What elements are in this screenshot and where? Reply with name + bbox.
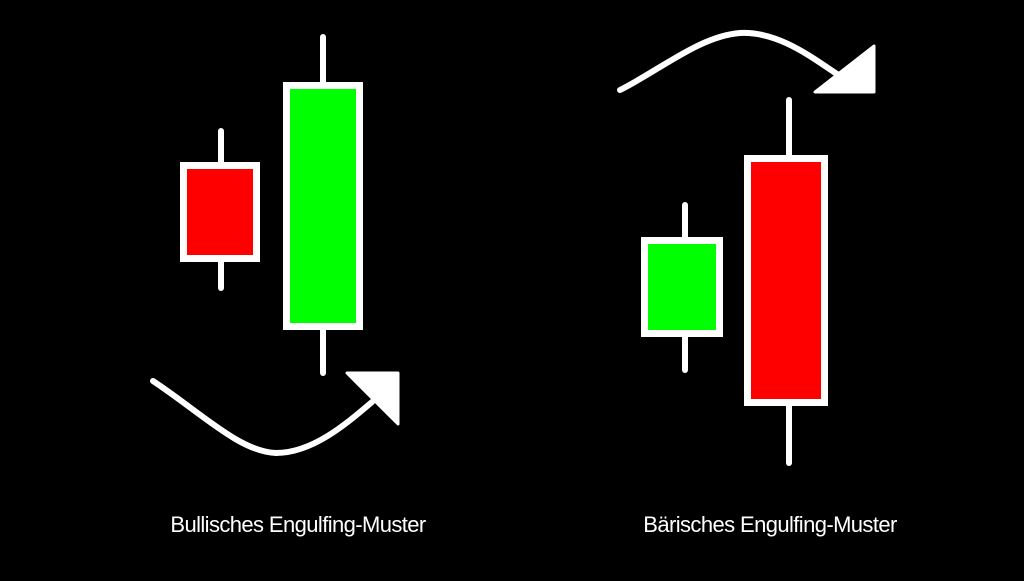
candle-body (290, 89, 356, 323)
bearish-engulfing-pattern (617, 29, 876, 466)
arrow-up-right-icon (150, 371, 400, 457)
arrow-down-right-icon (617, 29, 876, 94)
green-candlestick (641, 202, 723, 373)
candle-body (187, 169, 253, 255)
red-candlestick (180, 128, 260, 291)
bullish-engulfing-pattern (150, 34, 400, 457)
candle-body (751, 162, 821, 399)
bearish-pattern-label: Bärisches Engulfing-Muster (643, 512, 897, 537)
candle-body (648, 244, 716, 330)
red-candlestick (744, 97, 828, 466)
green-candlestick (283, 34, 363, 376)
bullish-pattern-label: Bullisches Engulfing-Muster (170, 512, 426, 537)
